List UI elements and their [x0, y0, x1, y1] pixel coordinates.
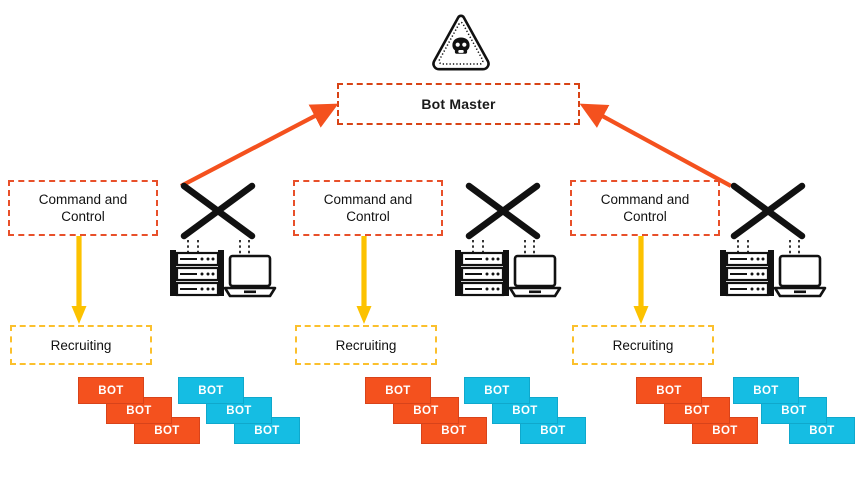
recruiting-box-group-2[interactable]: Recruiting: [295, 325, 437, 365]
bot-card[interactable]: BOT: [178, 377, 244, 404]
recruiting-label-group-3: Recruiting: [612, 337, 674, 353]
recruiting-arrow-group-3: [633, 236, 649, 324]
laptop-icon-group-3: [773, 254, 827, 298]
cc-label-group-2: Command and Control: [323, 192, 413, 224]
bot-card[interactable]: BOT: [464, 377, 530, 404]
bot-card[interactable]: BOT: [78, 377, 144, 404]
arrow-cc3-to-botmaster: [579, 103, 733, 188]
recruiting-box-group-1[interactable]: Recruiting: [10, 325, 152, 365]
recruiting-label-group-1: Recruiting: [50, 337, 112, 353]
network-cross-icon-group-3: [720, 182, 827, 298]
cc-label-group-1: Command and Control: [38, 192, 128, 224]
botmaster-label: Bot Master: [421, 96, 496, 112]
bot-card[interactable]: BOT: [393, 397, 459, 424]
cc-box-group-2[interactable]: Command and Control: [293, 180, 443, 236]
recruiting-box-group-3[interactable]: Recruiting: [572, 325, 714, 365]
bot-card[interactable]: BOT: [365, 377, 431, 404]
recruiting-arrow-group-1: [71, 236, 87, 324]
botmaster-box[interactable]: Bot Master: [337, 83, 580, 125]
server-rack-icon-group-1: [170, 250, 224, 297]
server-rack-icon-group-2: [455, 250, 509, 297]
server-rack-icon-group-3: [720, 250, 774, 297]
recruiting-arrow-group-2: [356, 236, 372, 324]
recruiting-label-group-2: Recruiting: [335, 337, 397, 353]
cc-box-group-3[interactable]: Command and Control: [570, 180, 720, 236]
laptop-icon-group-1: [223, 254, 277, 298]
network-cross-icon-group-2: [455, 182, 562, 298]
laptop-icon-group-2: [508, 254, 562, 298]
arrow-cc1-to-botmaster: [180, 103, 339, 188]
cc-box-group-1[interactable]: Command and Control: [8, 180, 158, 236]
cc-label-group-3: Command and Control: [600, 192, 690, 224]
bot-card[interactable]: BOT: [636, 377, 702, 404]
bot-card[interactable]: BOT: [733, 377, 799, 404]
warning-skull-icon: [432, 14, 490, 71]
network-cross-icon-group-1: [170, 182, 277, 298]
